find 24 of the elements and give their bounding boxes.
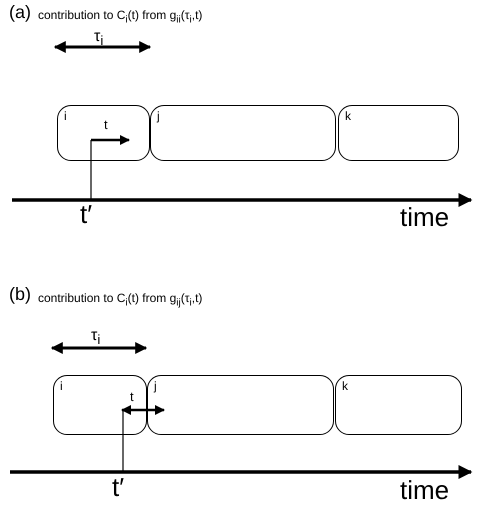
box-label: i: [64, 109, 67, 123]
panel-title: contribution to C$_{i}$(t) from g$_{ij}$(τ$_{i}$,t): [38, 292, 202, 308]
box-label: k: [345, 109, 351, 123]
axis-tick-label: t′: [112, 473, 124, 502]
interval-box: [338, 105, 459, 161]
box-label: i: [60, 379, 63, 393]
interval-box: [150, 105, 336, 161]
interval-box: [57, 105, 150, 161]
dimension-label: t: [104, 118, 108, 132]
box-label: k: [342, 379, 348, 393]
box-label: j: [157, 109, 160, 123]
panel-label: (b): [9, 285, 31, 305]
axis-label: time: [400, 203, 450, 232]
dimension-label: t: [130, 390, 134, 404]
box-label: j: [154, 379, 157, 393]
interval-box: [53, 375, 147, 435]
dimension-label: τ$_{i}$: [91, 327, 100, 348]
axis-label: time: [400, 476, 450, 505]
axis-tick-label: t′: [80, 200, 92, 229]
dimension-label: τ$_{i}$: [94, 28, 104, 49]
interval-box: [147, 375, 334, 435]
panel-label: (a): [9, 3, 31, 23]
interval-box: [335, 375, 462, 435]
panel-title: contribution to C$_{i}$(t) from g$_{ii}$(τ$_{i}$,t): [38, 9, 202, 26]
